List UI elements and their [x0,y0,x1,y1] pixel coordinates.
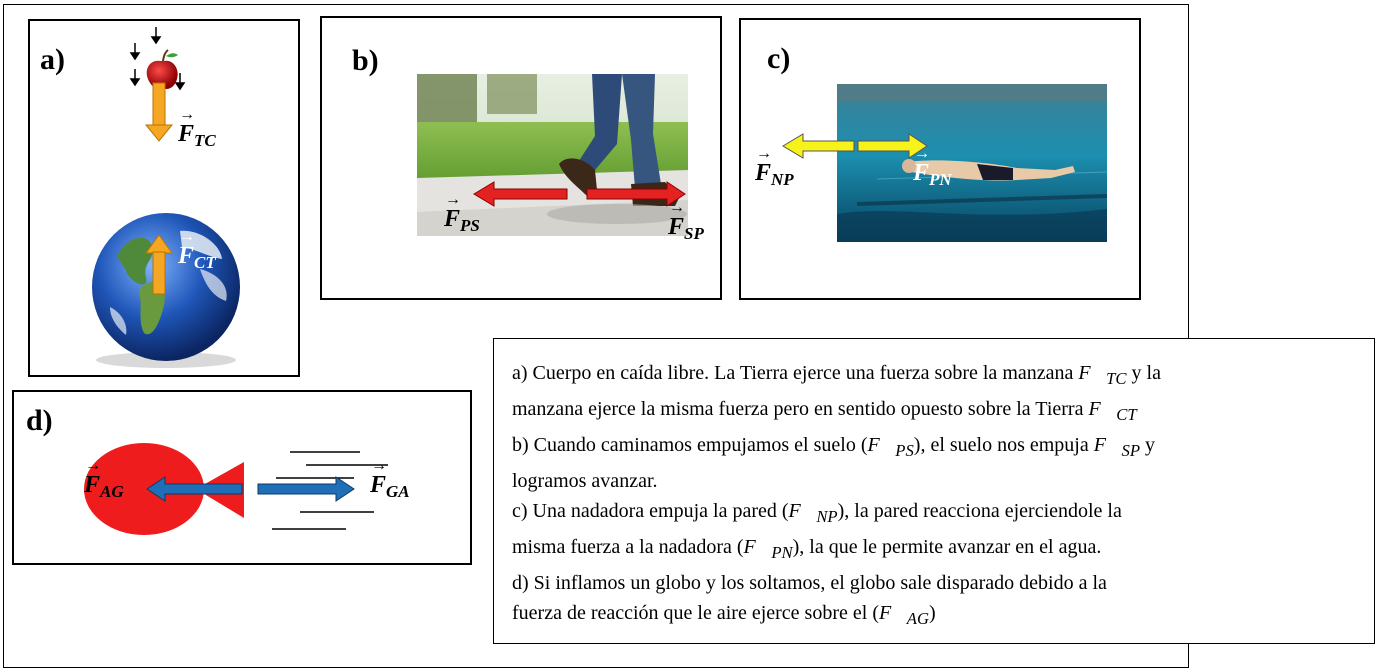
caption-c-line2: misma fuerza a la nadadora (F⃗PN), la qu… [512,536,1102,562]
apple-icon [146,49,178,89]
caption-b-line2: logramos avanzar. [512,470,658,492]
caption-b-line1: b) Cuando caminamos empujamos el suelo (… [512,434,1156,460]
force-ga-arrow [257,476,355,502]
force-np-label: FNP [755,145,794,190]
force-ct-label: FCT [178,228,216,273]
panel-c-label: c) [767,42,791,75]
panel-c: c) FNP FPN [739,18,1141,300]
earth-icon [92,213,240,368]
panel-d: d) FAG FGA [12,390,472,565]
gravity-arrows-icon [129,27,186,91]
force-ps-label: FPS [444,191,480,236]
caption-a-line1: a) Cuerpo en caída libre. La Tierra ejer… [512,362,1161,388]
panel-b: b) [320,16,722,300]
panel-a: a) [28,19,300,377]
force-tc-arrow [144,82,174,142]
swimmer-photo [837,84,1107,242]
force-ga-label: FGA [370,457,410,502]
apple-earth-illustration [92,27,240,368]
force-sp-label: FSP [668,199,704,244]
force-ag-arrow [146,476,243,502]
caption-c-line1: c) Una nadadora empuja la pared (F⃗NP), … [512,500,1122,526]
caption-d-line2: fuerza de reacción que le aire ejerce so… [512,602,936,628]
force-ct-arrow [145,234,173,295]
panel-a-label: a) [40,43,65,76]
force-np-arrow [782,133,855,159]
force-pn-label: FPN [913,145,952,190]
force-tc-label: FTC [178,106,216,151]
walking-photo [417,74,688,236]
force-ps-arrow [473,181,568,207]
panel-b-label: b) [352,44,379,77]
explanation-caption: a) Cuerpo en caída libre. La Tierra ejer… [493,338,1375,644]
force-ag-label: FAG [84,457,124,502]
caption-d-line1: d) Si inflamos un globo y los soltamos, … [512,572,1107,594]
walking-force-arrows [473,181,686,207]
caption-a-line2: manzana ejerce la misma fuerza pero en s… [512,398,1137,424]
panel-d-label: d) [26,404,53,437]
balloon-illustration [84,443,388,535]
